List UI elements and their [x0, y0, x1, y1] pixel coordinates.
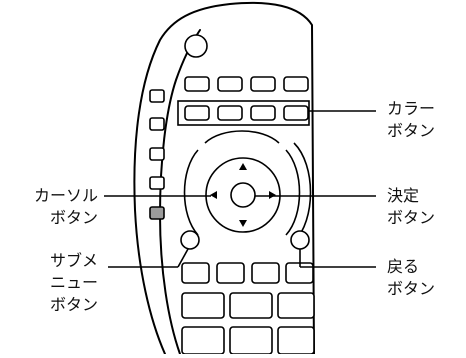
side-button-3[interactable]: [149, 147, 165, 161]
number-button-1[interactable]: [181, 292, 225, 319]
pad-ring-right-outer: [293, 142, 312, 243]
label-back-button-line1: 戻る: [387, 257, 420, 276]
number-button-6[interactable]: [277, 326, 315, 355]
side-button-gray[interactable]: [149, 206, 165, 220]
label-submenu-button-line1: サブメ: [49, 251, 98, 270]
number-button-3[interactable]: [277, 292, 315, 319]
remote-body-outline: [133, 1, 315, 355]
label-cursor-buttons-line1: カーソル: [33, 186, 98, 205]
label-enter-button: 決定 ボタン: [387, 185, 435, 229]
number-button-5[interactable]: [229, 326, 273, 355]
top-row-button-2[interactable]: [217, 76, 243, 92]
top-row-button-4[interactable]: [283, 76, 309, 92]
leader-submenu-button-stub: [177, 248, 189, 268]
lower-button-1[interactable]: [181, 262, 210, 284]
pad-ring-left: [183, 149, 199, 236]
remote-inner-contour: [159, 29, 201, 355]
side-button-1[interactable]: [149, 89, 165, 103]
color-buttons-frame: [177, 100, 310, 126]
label-submenu-button-line3: ボタン: [49, 295, 98, 314]
arrow-left-icon[interactable]: [210, 191, 217, 199]
color-button-2[interactable]: [217, 105, 243, 121]
lower-button-2[interactable]: [216, 262, 245, 284]
label-submenu-button: サブメ ニュー ボタン: [8, 250, 98, 316]
label-color-buttons: カラー ボタン: [387, 98, 435, 142]
enter-button[interactable]: [230, 182, 256, 208]
label-cursor-buttons: カーソル ボタン: [8, 185, 98, 229]
top-row-button-3[interactable]: [250, 76, 276, 92]
arrow-up-icon[interactable]: [239, 163, 247, 170]
number-button-2[interactable]: [229, 292, 273, 319]
arrow-right-icon[interactable]: [269, 191, 276, 199]
color-button-1[interactable]: [184, 105, 210, 121]
number-button-4[interactable]: [181, 326, 225, 355]
side-button-2[interactable]: [149, 117, 165, 131]
label-back-button-line2: ボタン: [387, 279, 436, 298]
label-color-buttons-line2: ボタン: [387, 121, 436, 140]
label-color-buttons-line1: カラー: [387, 99, 436, 118]
pad-ring-right: [285, 149, 301, 236]
label-enter-button-line2: ボタン: [387, 208, 436, 227]
label-submenu-button-line2: ニュー: [49, 273, 98, 292]
color-button-3[interactable]: [250, 105, 276, 121]
lower-button-3[interactable]: [251, 262, 280, 284]
power-button[interactable]: [184, 34, 208, 58]
top-row-button-1[interactable]: [184, 76, 210, 92]
label-enter-button-line1: 決定: [387, 186, 420, 205]
arrow-down-icon[interactable]: [239, 220, 247, 227]
label-back-button: 戻る ボタン: [387, 256, 435, 300]
pad-ring-top: [204, 130, 280, 144]
color-button-4[interactable]: [283, 105, 309, 121]
back-button[interactable]: [290, 230, 310, 250]
label-cursor-buttons-line2: ボタン: [49, 208, 98, 227]
side-button-4[interactable]: [149, 176, 165, 190]
submenu-button[interactable]: [180, 230, 200, 250]
